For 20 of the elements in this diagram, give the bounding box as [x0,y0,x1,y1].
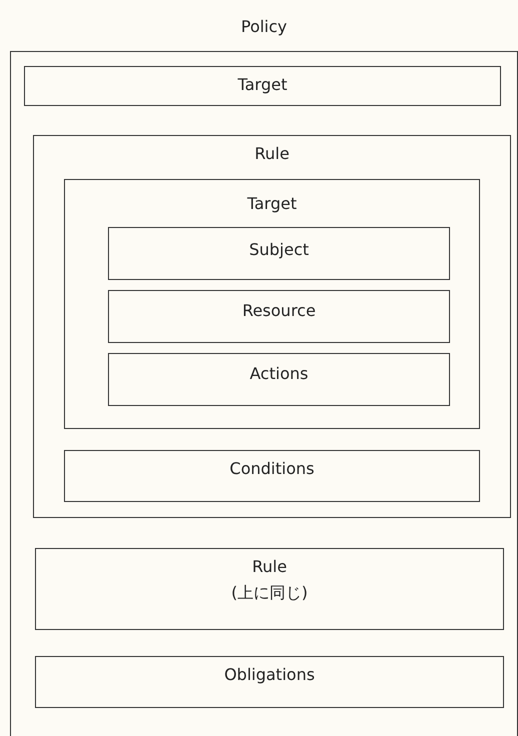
container-box [35,548,504,630]
box-note: (上に同じ) [230,583,309,603]
box-title: Actions [248,364,310,384]
container-box [108,353,450,406]
container-box [24,66,501,106]
container-box [35,656,504,708]
box-title: Subject [248,240,310,260]
box-title: Conditions [228,459,316,479]
box-title: Target [236,75,288,95]
box-title: Rule [254,144,290,164]
container-box [108,290,450,343]
box-title: Obligations [223,665,316,685]
box-title: Resource [241,301,317,321]
container-box [64,450,480,502]
box-title: Policy [240,17,288,37]
container-box [64,179,480,429]
container-box [33,135,511,518]
container-box [108,227,450,280]
box-title: Target [246,194,298,214]
box-title: Rule [251,557,288,577]
